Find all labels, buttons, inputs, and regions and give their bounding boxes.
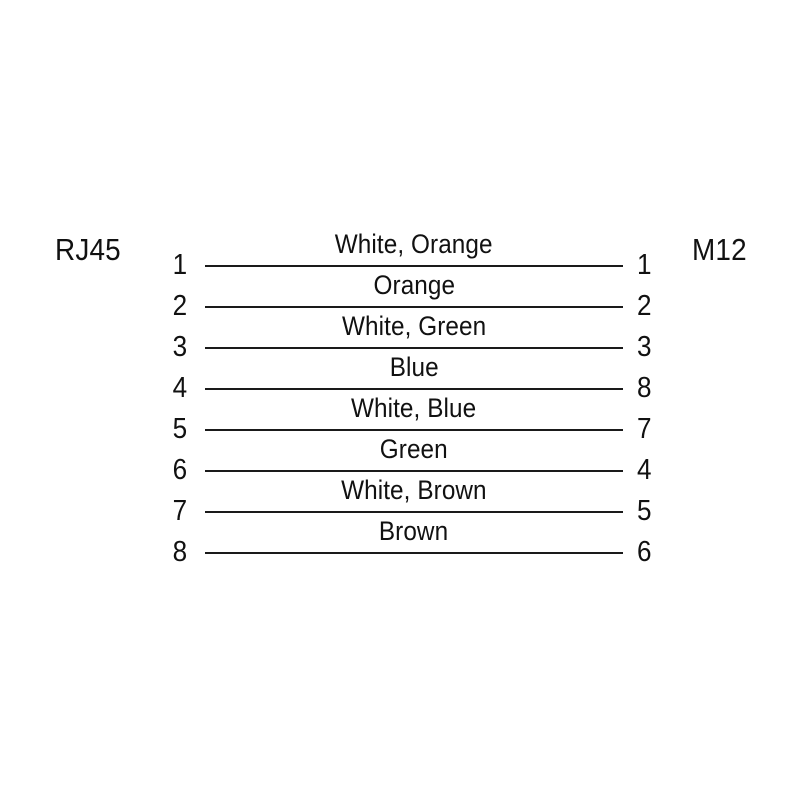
wire-color-label: Orange (205, 272, 623, 299)
left-pin-number: 7 (172, 495, 187, 527)
right-pin-number: 6 (637, 536, 652, 568)
wire-color-label-text: White, Blue (351, 393, 477, 423)
wire-color-label: White, Blue (205, 395, 623, 422)
right-pin-number: 3 (637, 331, 652, 363)
right-pin-number: 4 (637, 454, 652, 486)
wire-connection-line (205, 347, 623, 349)
right-pin-number: 7 (637, 413, 652, 445)
wire-color-label: White, Green (205, 313, 623, 340)
right-pin-number: 8 (637, 372, 652, 404)
left-pin-number: 6 (172, 454, 187, 486)
wire-color-label-text: Orange (373, 270, 455, 300)
left-pin-number: 1 (172, 249, 187, 281)
wire-color-label-text: Green (379, 434, 448, 464)
wire-connection-line (205, 552, 623, 554)
wire-connection-line (205, 511, 623, 513)
wire-connection-line (205, 388, 623, 390)
left-pin-number: 8 (172, 536, 187, 568)
right-connector-label: M12 (692, 232, 747, 267)
wire-color-label-text: Brown (379, 516, 449, 546)
wire-color-label: Blue (205, 354, 623, 381)
wire-connection-line (205, 265, 623, 267)
left-pin-number: 3 (172, 331, 187, 363)
left-pin-number: 5 (172, 413, 187, 445)
left-pin-number: 4 (172, 372, 187, 404)
wire-color-label-text: White, Orange (335, 229, 493, 259)
wire-connection-line (205, 429, 623, 431)
right-pin-number: 2 (637, 290, 652, 322)
wire-color-label: White, Brown (205, 477, 623, 504)
wire-color-label: Brown (205, 518, 623, 545)
wire-color-label-text: White, Brown (341, 475, 487, 505)
wire-color-label: Green (205, 436, 623, 463)
wire-connection-line (205, 306, 623, 308)
wire-color-label: White, Orange (205, 231, 623, 258)
left-pin-number: 2 (172, 290, 187, 322)
left-connector-label: RJ45 (55, 232, 121, 267)
wire-connection-line (205, 470, 623, 472)
wire-color-label-text: White, Green (341, 311, 487, 341)
right-pin-number: 1 (637, 249, 652, 281)
right-pin-number: 5 (637, 495, 652, 527)
wire-color-label-text: Blue (389, 352, 439, 382)
